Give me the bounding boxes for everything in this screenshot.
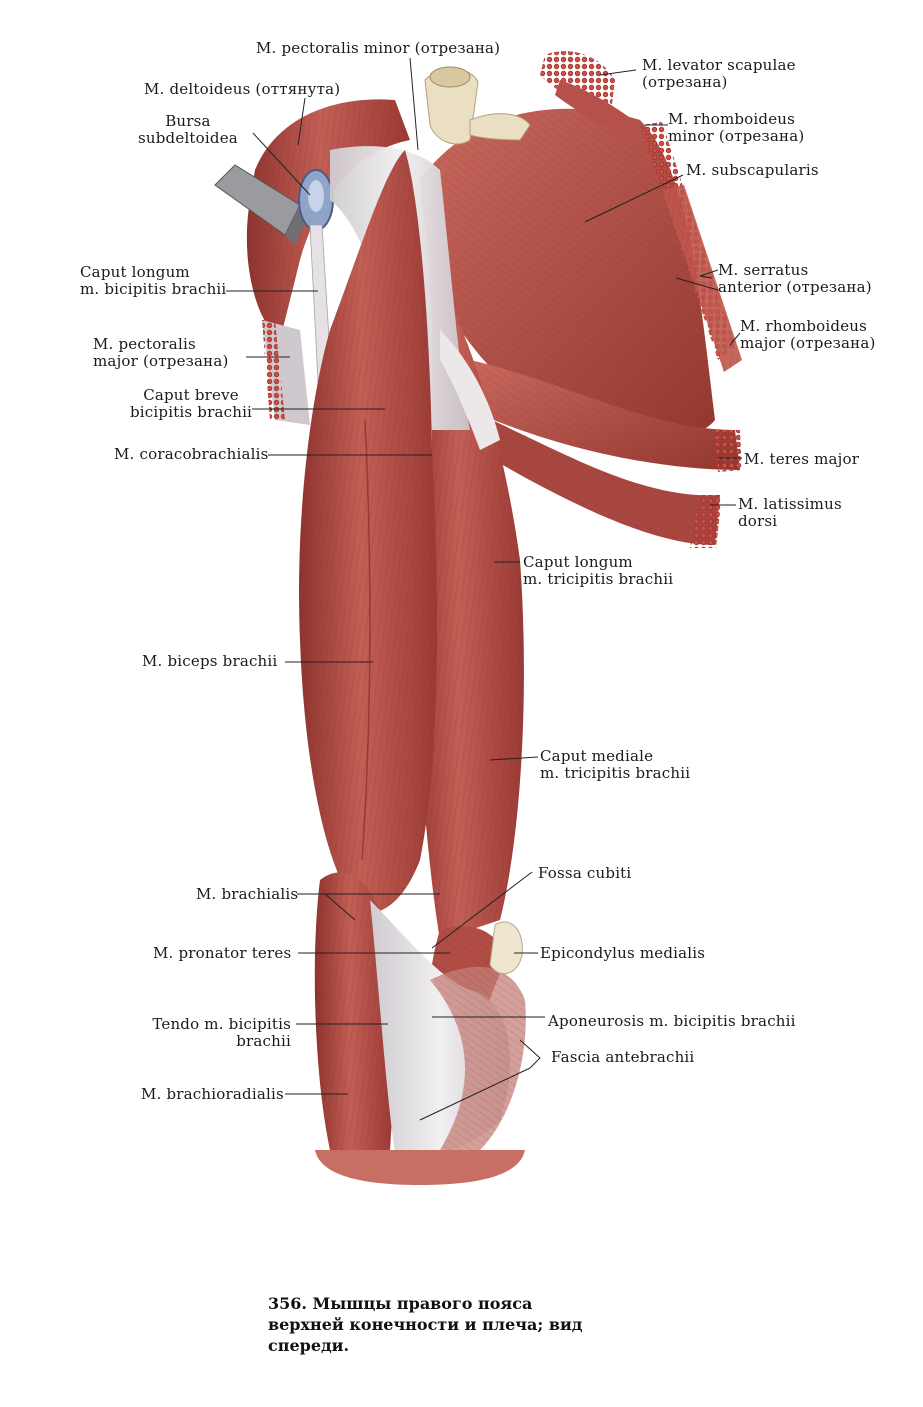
forearm-cut-base: [315, 1150, 525, 1185]
label-line: (отрезана): [642, 73, 728, 91]
label-rhomboideus-minor: M. rhomboideus minor (отрезана): [668, 111, 804, 145]
arm-illustration: [214, 51, 742, 1185]
label-teres-major: M. teres major: [744, 450, 860, 468]
caption-line: спереди.: [268, 1336, 350, 1355]
label-line: M. rhomboideus: [668, 110, 796, 128]
deltoid-muscle: [246, 99, 410, 341]
label-epicondylus-medialis: Epicondylus medialis: [540, 944, 706, 962]
label-serratus-anterior: M. serratus anterior (отрезана): [718, 262, 872, 296]
caption-line: верхней конечности и плеча; вид: [268, 1315, 583, 1334]
aponeurosis-fascia: [370, 900, 526, 1157]
label-line: m. tricipitis brachii: [523, 570, 674, 588]
label-line: M. pectoralis: [93, 335, 196, 353]
brachioradialis-muscle: [314, 872, 394, 1150]
label-aponeurosis: Aponeurosis m. bicipitis brachii: [548, 1012, 796, 1030]
levator-scapulae-muscle: [540, 51, 640, 140]
epicondylus-medialis: [489, 921, 523, 975]
label-caput-breve: Caput breve bicipitis brachii: [130, 387, 252, 421]
label-fascia-antebrachii: Fascia antebrachii: [551, 1048, 695, 1066]
leader-lines: [226, 57, 742, 1121]
figure-caption: 356. Мышцы правого пояса верхней конечно…: [268, 1293, 582, 1356]
label-line: Tendo m. bicipitis: [152, 1015, 291, 1033]
label-line: subdeltoidea: [138, 129, 238, 147]
label-caput-longum-triceps: Caput longum m. tricipitis brachii: [523, 554, 673, 588]
label-fossa-cubiti: Fossa cubiti: [538, 864, 632, 882]
label-line: brachii: [236, 1032, 291, 1050]
label-latissimus-dorsi: M. latissimus dorsi: [738, 496, 842, 530]
label-tendo-bicipitis: Tendo m. bicipitis brachii: [136, 1016, 291, 1050]
clavicle-stub: [424, 66, 531, 145]
label-line: major (отрезана): [93, 352, 229, 370]
label-line: minor (отрезана): [668, 127, 805, 145]
label-line: Caput longum: [80, 263, 190, 281]
label-levator-scapulae: M. levator scapulae (отрезана): [642, 57, 796, 91]
label-line: major (отрезана): [740, 334, 876, 352]
label-line: Bursa: [165, 112, 211, 130]
label-bursa-subdeltoidea: Bursa subdeltoidea: [138, 113, 238, 147]
label-subscapularis: M. subscapularis: [686, 161, 819, 179]
label-line: bicipitis brachii: [130, 403, 253, 421]
label-line: m. bicipitis brachii: [80, 280, 227, 298]
pectoralis-major-cut: [262, 320, 310, 425]
label-caput-longum-biceps: Caput longum m. bicipitis brachii: [80, 264, 226, 298]
teres-major-latissimus: [460, 360, 742, 548]
subscapularis-muscle: [420, 108, 715, 439]
label-line: M. serratus: [718, 261, 809, 279]
label-brachioradialis: M. brachioradialis: [141, 1085, 284, 1103]
label-line: anterior (отрезана): [718, 278, 872, 296]
biceps-muscle: [299, 150, 437, 913]
label-deltoideus: M. deltoideus (оттянута): [144, 80, 341, 98]
label-line: M. rhomboideus: [740, 317, 868, 335]
bursa-subdeltoidea: [298, 169, 334, 231]
caption-line: 356. Мышцы правого пояса: [268, 1294, 533, 1313]
label-line: Caput breve: [143, 386, 239, 404]
label-line: Caput longum: [523, 553, 633, 571]
label-brachialis: M. brachialis: [196, 885, 299, 903]
label-pronator-teres: M. pronator teres: [153, 944, 292, 962]
rhomboid-serratus-cut-edges: [640, 122, 742, 372]
label-pectoralis-major: M. pectoralis major (отрезана): [93, 336, 229, 370]
label-line: M. levator scapulae: [642, 56, 796, 74]
label-line: M. latissimus: [738, 495, 842, 513]
label-line: m. tricipitis brachii: [540, 764, 691, 782]
label-coracobrachialis: M. coracobrachialis: [114, 445, 269, 463]
label-pectoralis-minor: M. pectoralis minor (отрезана): [256, 39, 501, 57]
label-line: Caput mediale: [540, 747, 654, 765]
label-rhomboideus-major: M. rhomboideus major (отрезана): [740, 318, 876, 352]
label-biceps-brachii: M. biceps brachii: [142, 652, 278, 670]
label-caput-mediale: Caput mediale m. tricipitis brachii: [540, 748, 690, 782]
label-line: dorsi: [738, 512, 778, 530]
